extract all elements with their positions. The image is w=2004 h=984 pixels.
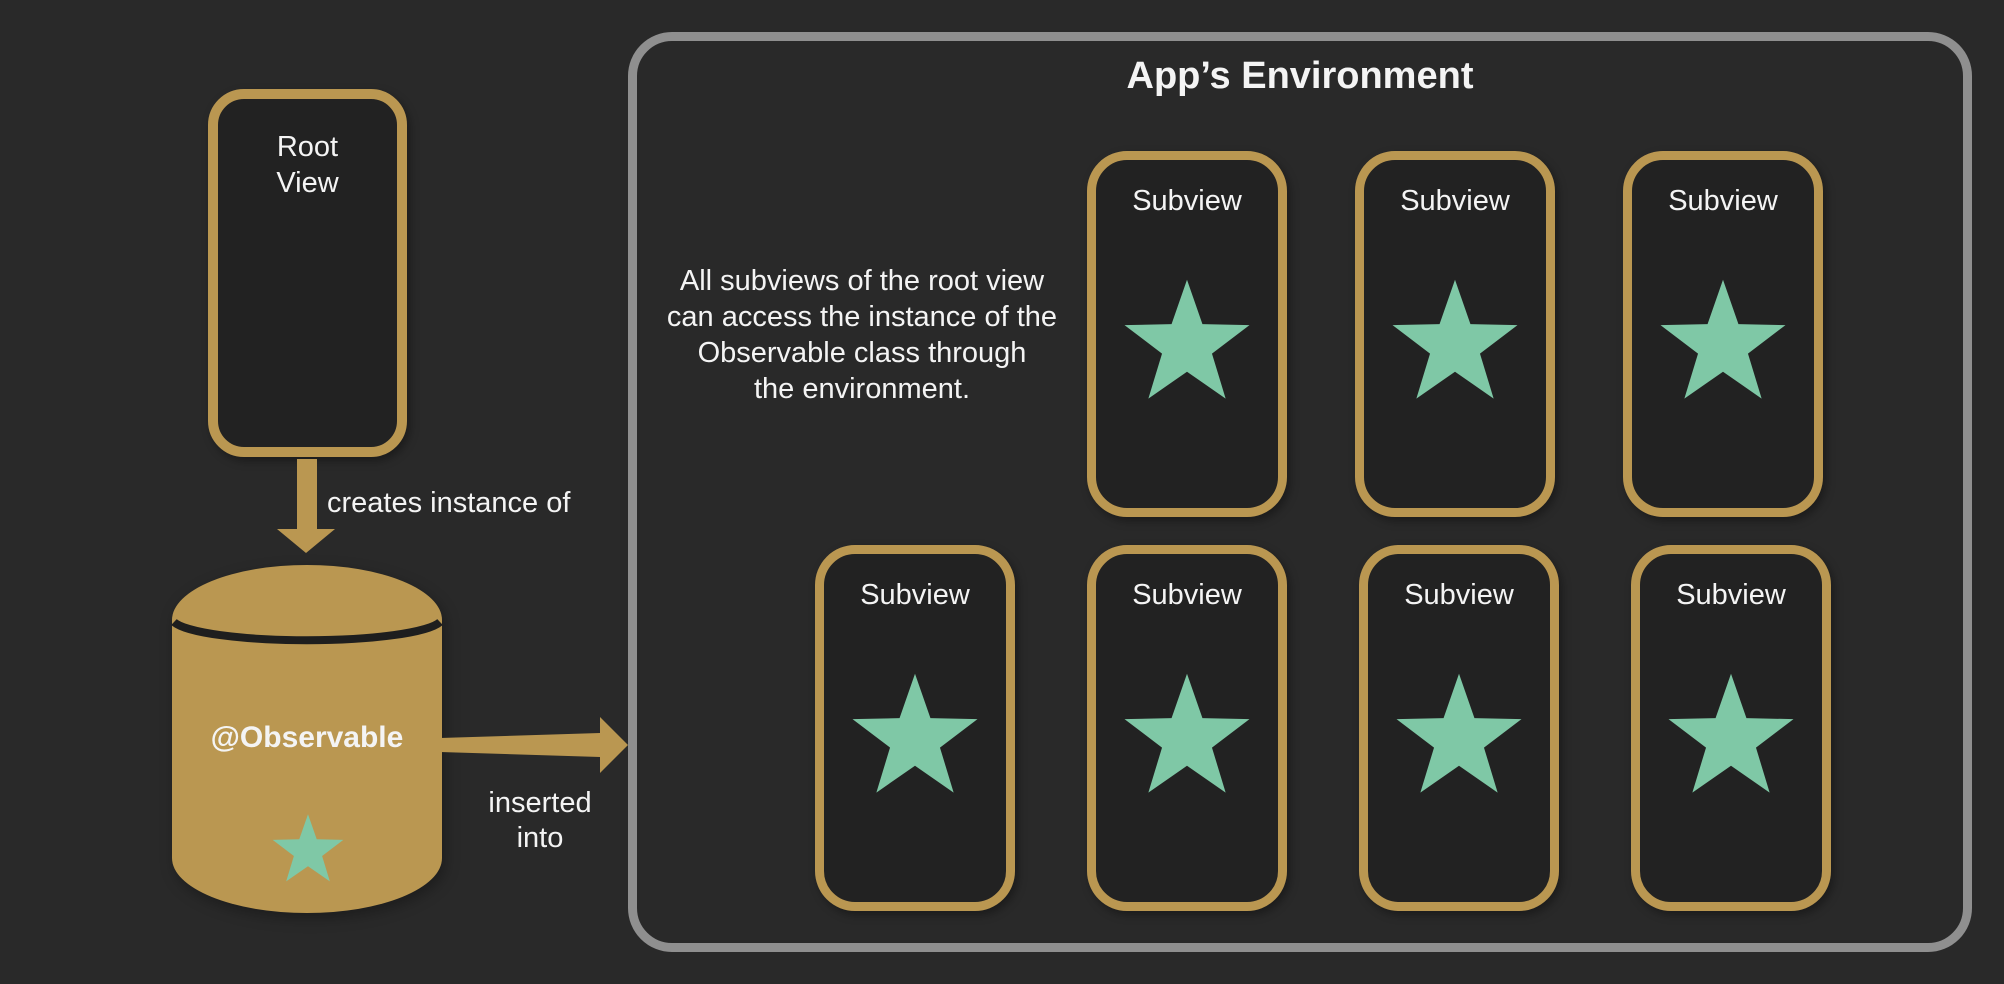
environment-title: App’s Environment [1126, 55, 1474, 97]
star-icon [272, 814, 344, 882]
subview-label: Subview [1676, 579, 1786, 611]
subview-phone: Subview [1359, 545, 1559, 911]
cylinder-icon [172, 565, 442, 913]
inserted-into-label: inserted into [488, 787, 592, 854]
observable-label: @Observable [210, 721, 404, 754]
star-icon [1396, 673, 1522, 793]
subview-label: Subview [1668, 185, 1778, 217]
right-arrow-icon [440, 717, 628, 773]
subview-phone: Subview [1355, 151, 1555, 517]
app-environment-box: App’s Environment All subviews of the ro… [628, 32, 1972, 952]
star-icon [1124, 673, 1250, 793]
star-icon [1668, 673, 1794, 793]
subview-label: Subview [860, 579, 970, 611]
subview-phone: Subview [1087, 545, 1287, 911]
subview-phone: Subview [815, 545, 1015, 911]
creates-instance-label: creates instance of [327, 487, 571, 519]
subview-phone: Subview [1087, 151, 1287, 517]
down-arrow-icon [277, 459, 335, 553]
star-icon [852, 673, 978, 793]
root-view-label: Root View [276, 131, 339, 199]
subview-phone: Subview [1631, 545, 1831, 911]
subview-phone: Subview [1623, 151, 1823, 517]
star-icon [1124, 279, 1250, 399]
environment-description: All subviews of the root view can access… [666, 265, 1058, 405]
observable-store: @Observable [172, 565, 442, 913]
star-icon [1660, 279, 1786, 399]
subview-label: Subview [1404, 579, 1514, 611]
subview-label: Subview [1132, 185, 1242, 217]
root-view-phone: Root View [208, 89, 407, 457]
star-icon [1392, 279, 1518, 399]
subview-label: Subview [1400, 185, 1510, 217]
subview-label: Subview [1132, 579, 1242, 611]
